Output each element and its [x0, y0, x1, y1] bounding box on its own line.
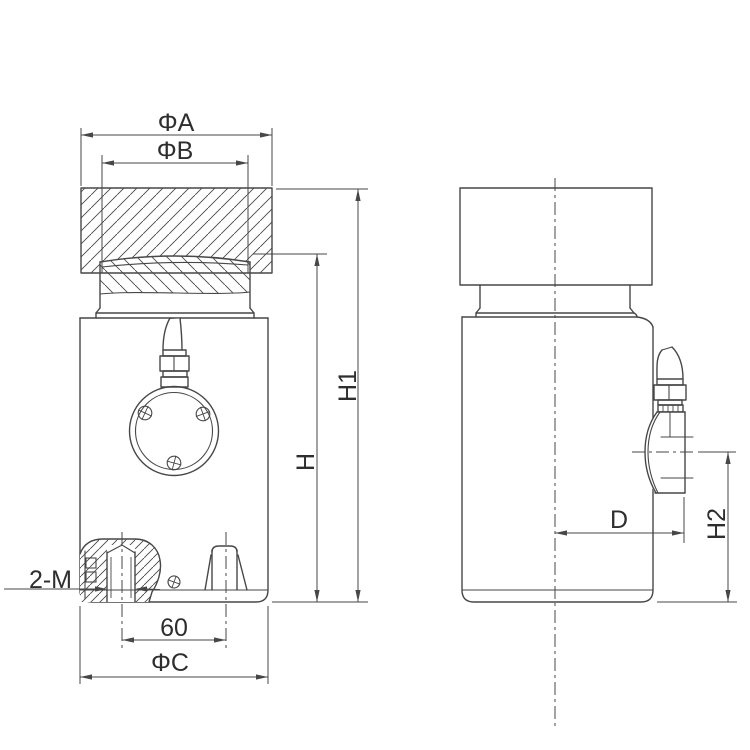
dim-label-phi-c: ΦC: [151, 649, 189, 677]
mounting-plate-section: [80, 187, 273, 295]
front-view: [79, 187, 273, 652]
dim-label-phi-b: ΦB: [157, 137, 194, 165]
dim-label-spacing: 60: [160, 614, 188, 642]
dim-label-d: D: [610, 506, 628, 534]
dim-d: D: [555, 497, 685, 543]
dim-phi-a: ΦA: [80, 109, 273, 186]
dim-h: H: [253, 253, 327, 602]
cover-plate: [128, 385, 220, 477]
side-view: [459, 178, 696, 730]
front-view-dimensions: ΦA ΦB H1 H 2-M: [4, 109, 368, 684]
sensor-body-side: [461, 316, 654, 603]
dim-spacing-60: 60: [122, 614, 226, 643]
dim-h1: H1: [272, 188, 368, 603]
dim-phi-b: ΦB: [101, 137, 249, 273]
cover-screw-top-right: [195, 406, 211, 422]
dim-h2: H2: [657, 451, 737, 603]
dim-phi-c: ΦC: [79, 606, 269, 684]
load-button-neck: [95, 261, 255, 319]
thread-callout-label: 2-M: [29, 566, 72, 594]
load-cap-side: [459, 187, 653, 286]
cover-screw-top-left: [137, 405, 153, 421]
dim-label-h2: H2: [703, 508, 731, 540]
thread-callout-2m: 2-M: [4, 566, 161, 594]
neck-side: [475, 284, 638, 318]
dim-label-h: H: [292, 453, 320, 471]
dim-label-h1: H1: [334, 370, 362, 402]
tapped-boss-left-section: [79, 538, 162, 603]
cable-gland-side: [632, 346, 696, 494]
base-center-screw: [167, 575, 181, 589]
cover-screw-bottom: [166, 455, 182, 471]
cable-gland-front: [159, 317, 190, 388]
side-view-dimensions: D H2: [555, 451, 737, 603]
tapped-boss-right: [204, 545, 248, 591]
dim-label-phi-a: ΦA: [158, 109, 195, 137]
